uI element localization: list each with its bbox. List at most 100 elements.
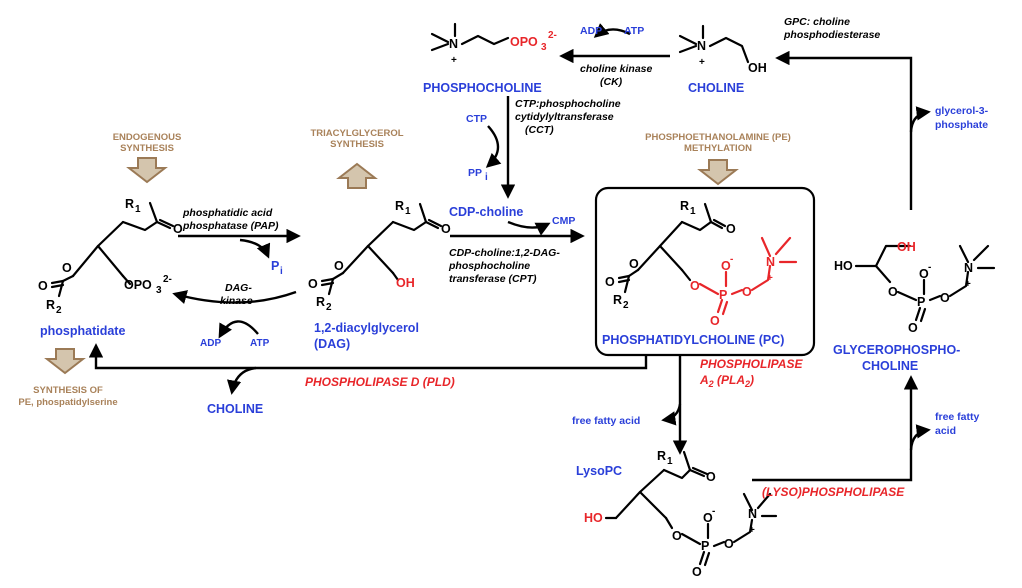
- phosphocholine-structure: N + OPO 3 2-: [430, 22, 557, 66]
- cct-reaction: CTP:phosphocholine cytidylyltransferase …: [466, 96, 621, 199]
- svg-text:1: 1: [135, 204, 141, 215]
- pla2-reaction: PHOSPHOLIPASE A2 (PLA2) free fatty acid: [572, 356, 803, 455]
- svg-text:PP: PP: [468, 167, 482, 179]
- svg-text:R: R: [316, 295, 325, 309]
- svg-text:PHOSPHOLIPASE: PHOSPHOLIPASE: [700, 357, 803, 371]
- svg-text:O: O: [334, 259, 344, 273]
- svg-text:O: O: [919, 267, 929, 281]
- svg-text:PHOSPHOETHANOLAMINE (PE): PHOSPHOETHANOLAMINE (PE): [645, 132, 791, 143]
- svg-text:N: N: [748, 507, 757, 521]
- gpc-structure: HO OH O P O - O O N +: [834, 240, 996, 335]
- svg-text:R: R: [125, 197, 134, 211]
- svg-text:R: R: [395, 199, 404, 213]
- svg-text:phosphocholine: phosphocholine: [448, 260, 530, 272]
- choline-top-structure: N + OH: [678, 24, 767, 75]
- gpc-label: GLYCEROPHOSPHO-: [833, 343, 960, 357]
- svg-text:HO: HO: [584, 511, 603, 525]
- svg-text:i: i: [280, 266, 283, 277]
- svg-text:SYNTHESIS: SYNTHESIS: [120, 143, 174, 154]
- svg-text:OH: OH: [396, 276, 415, 290]
- svg-text:N: N: [766, 255, 775, 269]
- svg-text:O: O: [940, 291, 950, 305]
- svg-text:1: 1: [667, 456, 673, 467]
- svg-text:CMP: CMP: [552, 215, 575, 227]
- svg-text:OH: OH: [748, 61, 767, 75]
- svg-text:ENDOGENOUS: ENDOGENOUS: [113, 132, 182, 143]
- svg-text:A2 (PLA2): A2 (PLA2): [699, 373, 754, 389]
- down-arrow-icon: [44, 348, 86, 375]
- down-arrow-icon: [697, 159, 739, 186]
- cpt-reaction: CMP CDP-choline:1,2-DAG- phosphocholine …: [448, 215, 585, 285]
- svg-text:transferase (CPT): transferase (CPT): [449, 273, 537, 285]
- svg-text:O: O: [605, 275, 615, 289]
- svg-text:O: O: [710, 314, 720, 328]
- svg-text:O: O: [703, 511, 713, 525]
- svg-text:R: R: [613, 293, 622, 307]
- svg-text:phosphodiesterase: phosphodiesterase: [783, 29, 880, 41]
- svg-text:+: +: [767, 273, 773, 284]
- svg-text:TRIACYLGLYCEROL: TRIACYLGLYCEROL: [310, 128, 403, 139]
- svg-text:ATP: ATP: [250, 338, 270, 349]
- down-arrow-icon: [126, 157, 168, 184]
- dag-kinase-reaction: DAG- kinase ADP ATP: [172, 282, 297, 349]
- svg-text:-: -: [730, 254, 733, 265]
- svg-text:O: O: [888, 285, 898, 299]
- note-endogenous-synthesis: ENDOGENOUS SYNTHESIS: [113, 132, 182, 184]
- svg-text:GPC: choline: GPC: choline: [784, 16, 850, 28]
- ck-reaction: ADP ATP choline kinase (CK): [559, 23, 670, 88]
- svg-text:kinase: kinase: [220, 295, 253, 307]
- gpc-label-2: CHOLINE: [862, 359, 918, 373]
- svg-text:free fatty acid: free fatty acid: [572, 415, 640, 427]
- svg-text:+: +: [451, 55, 457, 66]
- lyso-pl-reaction: (LYSO)PHOSPHOLIPASE free fatty acid: [752, 375, 980, 499]
- pc-highlight-box: [594, 186, 816, 357]
- svg-text:(CK): (CK): [600, 76, 623, 88]
- cdp-choline-label: CDP-choline: [449, 205, 523, 219]
- lysopc-label: LysoPC: [576, 464, 622, 478]
- svg-text:O: O: [726, 222, 736, 236]
- svg-text:2-: 2-: [163, 274, 172, 285]
- svg-text:HO: HO: [834, 259, 853, 273]
- svg-text:2: 2: [623, 300, 629, 311]
- svg-text:acid: acid: [935, 425, 956, 437]
- svg-text:CTP: CTP: [466, 113, 487, 125]
- svg-text:O: O: [706, 470, 716, 484]
- svg-text:+: +: [699, 57, 705, 68]
- svg-text:O: O: [724, 537, 734, 551]
- svg-text:R: R: [657, 449, 666, 463]
- svg-text:CTP:phosphocholine: CTP:phosphocholine: [515, 98, 621, 110]
- choline-top-label: CHOLINE: [688, 81, 744, 95]
- note-pe-synthesis: SYNTHESIS OF PE, phospatidylserine: [18, 348, 118, 408]
- svg-text:+: +: [965, 279, 971, 290]
- svg-text:N: N: [697, 39, 706, 53]
- pld-reaction: PHOSPHOLIPASE D (PLD): [88, 343, 648, 395]
- svg-text:ATP: ATP: [624, 25, 644, 37]
- gpc-pde-reaction: GPC: choline phosphodiesterase glycerol-…: [775, 16, 989, 210]
- svg-text:-: -: [928, 262, 931, 273]
- svg-text:N: N: [449, 37, 458, 51]
- dag-label: 1,2-diacylglycerol: [314, 321, 419, 335]
- svg-text:1: 1: [690, 206, 696, 217]
- svg-text:phosphate: phosphate: [935, 119, 988, 131]
- svg-text:DAG-: DAG-: [225, 282, 252, 294]
- svg-text:O: O: [692, 565, 702, 579]
- svg-text:SYNTHESIS: SYNTHESIS: [330, 139, 384, 150]
- svg-text:PHOSPHOLIPASE D (PLD): PHOSPHOLIPASE D (PLD): [305, 375, 455, 389]
- phosphatidate-label: phosphatidate: [40, 324, 125, 338]
- svg-text:R: R: [680, 199, 689, 213]
- pc-label: PHOSPHATIDYLCHOLINE (PC): [602, 333, 784, 347]
- svg-text:O: O: [742, 285, 752, 299]
- pc-structure: R 1 O O O R 2 O P O - O O N +: [605, 199, 798, 328]
- svg-text:SYNTHESIS OF: SYNTHESIS OF: [33, 385, 103, 396]
- svg-text:OPO: OPO: [510, 35, 538, 49]
- svg-text:O: O: [629, 257, 639, 271]
- svg-text:choline kinase: choline kinase: [580, 63, 653, 75]
- svg-text:2-: 2-: [548, 30, 557, 41]
- svg-text:PE, phospatidylserine: PE, phospatidylserine: [18, 397, 117, 408]
- svg-text:phosphatase (PAP): phosphatase (PAP): [182, 220, 279, 232]
- svg-text:(CCT): (CCT): [525, 124, 554, 136]
- svg-text:O: O: [672, 529, 682, 543]
- svg-text:O: O: [441, 222, 451, 236]
- svg-text:R: R: [46, 298, 55, 312]
- svg-text:O: O: [62, 261, 72, 275]
